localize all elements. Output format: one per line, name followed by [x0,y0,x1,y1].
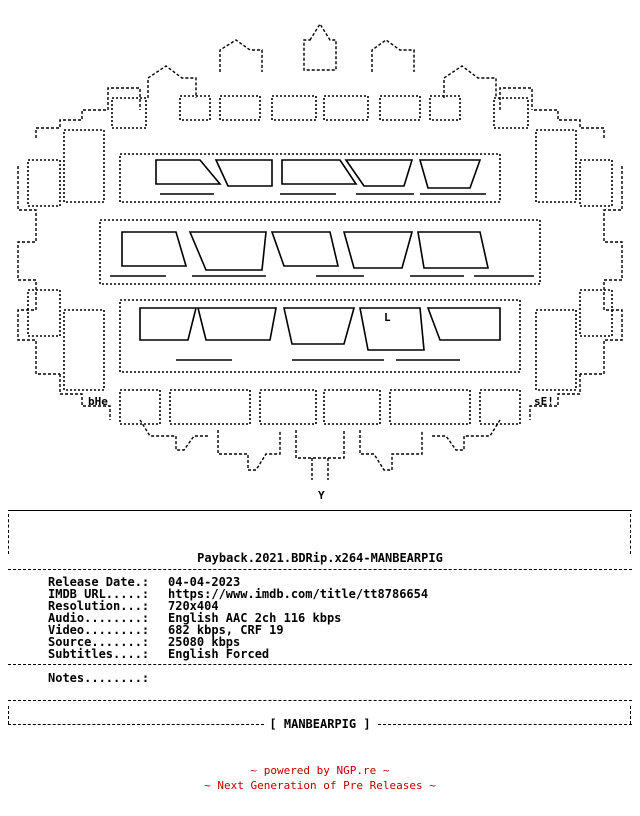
footer-rule-right [378,724,632,725]
field-label-video: Video........: [48,623,150,637]
ascii-art-drawing [17,22,623,480]
frame-right-edge [630,514,631,554]
field-value-subtitles: English Forced [168,647,270,661]
frame-top-rule [8,510,632,511]
art-tag-left: bHe [88,395,108,408]
field-value-audio: English AAC 2ch 116 kbps [168,611,342,625]
field-label-audio: Audio........: [48,611,150,625]
divider-rule-1 [8,569,632,570]
field-value-release-date: 04-04-2023 [168,575,241,589]
field-label-source: Source.......: [48,635,150,649]
field-label-imdb-url: IMDB URL.....: [48,587,150,601]
field-label-resolution: Resolution...: [48,599,150,613]
credit-line-1: ~ powered by NGP.re ~ [250,764,390,777]
art-stem-letter: Y [318,489,325,502]
notes-label: Notes........: [48,671,150,685]
divider-rule-3 [8,700,632,701]
footer-group-tag: [ MANBEARPIG ] [269,717,371,731]
frame-left-edge [8,514,9,554]
field-value-imdb-url[interactable]: https://www.imdb.com/title/tt8786654 [168,587,429,601]
divider-rule-2 [8,664,632,665]
field-value-source: 25080 kbps [168,635,241,649]
frame-bottom-left-edge [8,706,9,724]
ascii-art-logo: bHe sE! L Y [0,10,640,502]
field-label-subtitles: Subtitles....: [48,647,150,661]
art-logo-letter: L [384,311,391,324]
footer-rule-left [8,724,264,725]
frame-bottom-right-edge [630,706,631,724]
credit-line-2: ~ Next Generation of Pre Releases ~ [204,779,436,792]
art-tag-right: sE! [534,395,554,408]
field-label-release-date: Release Date.: [48,575,150,589]
field-value-video: 682 kbps, CRF 19 [168,623,284,637]
field-value-resolution: 720x404 [168,599,219,613]
release-name: Payback.2021.BDRip.x264-MANBEARPIG [197,551,443,565]
